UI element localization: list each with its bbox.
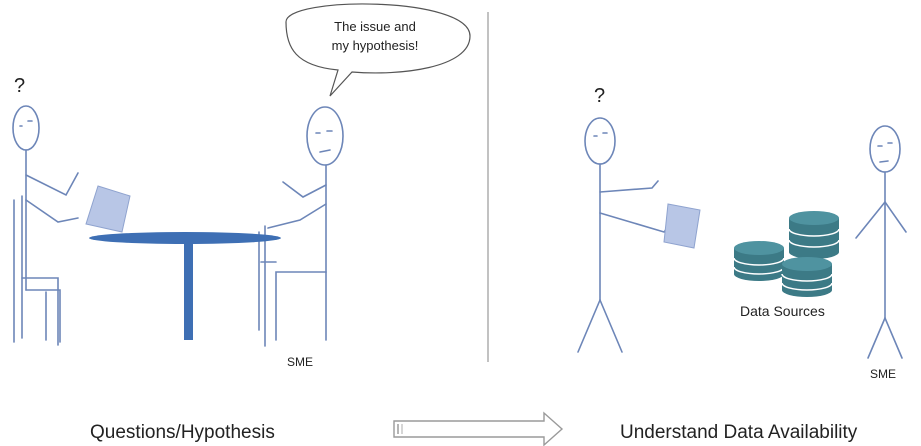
speech-bubble-line-2: my hypothesis! [332, 38, 419, 53]
right-question-mark: ? [594, 85, 605, 107]
database-icon-1 [734, 241, 784, 281]
right-scene [578, 118, 906, 358]
right-arrow-icon [394, 413, 562, 445]
left-paper [86, 186, 130, 232]
right-person [578, 118, 672, 352]
database-icon-3 [782, 257, 832, 297]
left-caption: Questions/Hypothesis [90, 422, 275, 443]
database-icon-2 [789, 211, 839, 259]
right-paper [664, 204, 700, 248]
speech-bubble: The issue and my hypothesis! [286, 4, 470, 96]
table [89, 232, 281, 340]
left-sme-person [268, 107, 343, 340]
left-scene [13, 106, 343, 346]
data-sources-label: Data Sources [740, 303, 825, 319]
right-chair [259, 226, 276, 346]
right-caption: Understand Data Availability [620, 422, 858, 443]
speech-bubble-line-1: The issue and [334, 19, 416, 34]
left-sme-label: SME [287, 355, 313, 369]
left-question-mark: ? [14, 75, 25, 97]
right-sme-label: SME [870, 367, 896, 381]
right-sme-person [856, 126, 906, 358]
